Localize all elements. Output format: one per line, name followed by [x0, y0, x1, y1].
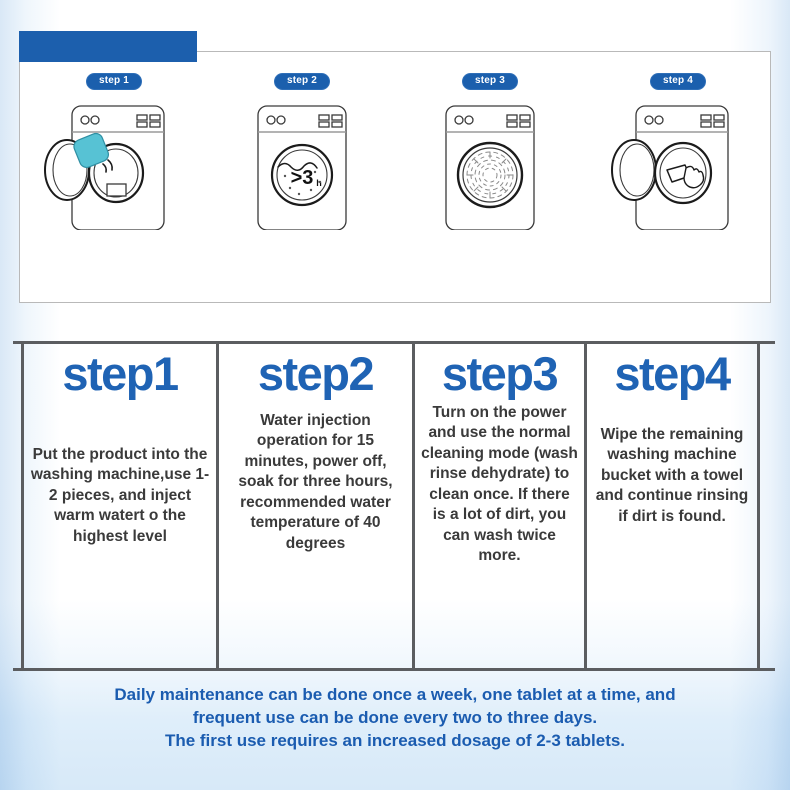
column-body-step3: Turn on the power and use the normal cle…	[421, 404, 578, 565]
footer-note: Daily maintenance can be done once a wee…	[0, 683, 790, 752]
washing-machine-wipe-with-towel-icon	[603, 98, 753, 235]
illustration-step-3: step 3	[402, 73, 578, 235]
table-column-step2: step2 Water injection operation for 15 m…	[219, 344, 412, 668]
table-divider-3	[584, 344, 587, 668]
table-column-step1: step1 Put the product into the washing m…	[24, 344, 216, 668]
washing-machine-drum-soaking-icon: >3 h	[227, 98, 377, 235]
table-divider-left	[21, 344, 24, 668]
table-bottom-rule	[13, 668, 775, 671]
column-body-step1: Put the product into the washing machine…	[30, 446, 210, 545]
column-title-step2: step2	[257, 347, 375, 400]
washing-machine-drum-spinning-icon	[415, 98, 565, 235]
illustration-step-4: step 4	[590, 73, 766, 235]
step-badge-1: step 1	[85, 73, 143, 90]
illustration-panel: step 1	[19, 51, 771, 303]
table-column-step3: step3 Turn on the power and use the norm…	[415, 344, 584, 668]
svg-text:h: h	[316, 178, 322, 188]
illustration-step-2: step 2 >3 h	[214, 73, 390, 235]
table-divider-2	[412, 344, 415, 668]
svg-text:>3: >3	[291, 167, 314, 189]
table-column-step4: step4 Wipe the remaining washing machine…	[587, 344, 757, 668]
column-body-step2: Water injection operation for 15 minutes…	[238, 412, 393, 552]
illustration-steps-row: step 1	[20, 52, 772, 304]
footer-line-1: Daily maintenance can be done once a wee…	[114, 685, 676, 704]
table-top-rule	[13, 341, 775, 344]
illustration-step-1: step 1	[26, 73, 202, 235]
table-divider-right	[757, 344, 760, 668]
table-divider-1	[216, 344, 219, 668]
column-title-step1: step1	[62, 347, 179, 400]
column-body-step4: Wipe the remaining washing machine bucke…	[595, 426, 749, 525]
column-title-step4: step4	[614, 347, 731, 400]
washing-machine-open-door-with-tablet-icon	[39, 98, 189, 235]
step-badge-4: step 4	[649, 73, 707, 90]
footer-line-3: The first use requires an increased dosa…	[164, 731, 626, 751]
column-title-step3: step3	[441, 347, 559, 400]
blue-tab-block	[19, 31, 197, 62]
step-badge-3: step 3	[461, 73, 519, 90]
step-badge-2: step 2	[273, 73, 331, 90]
steps-table: step1 Put the product into the washing m…	[13, 341, 775, 671]
footer-line-2: frequent use can be done every two to th…	[192, 708, 598, 728]
